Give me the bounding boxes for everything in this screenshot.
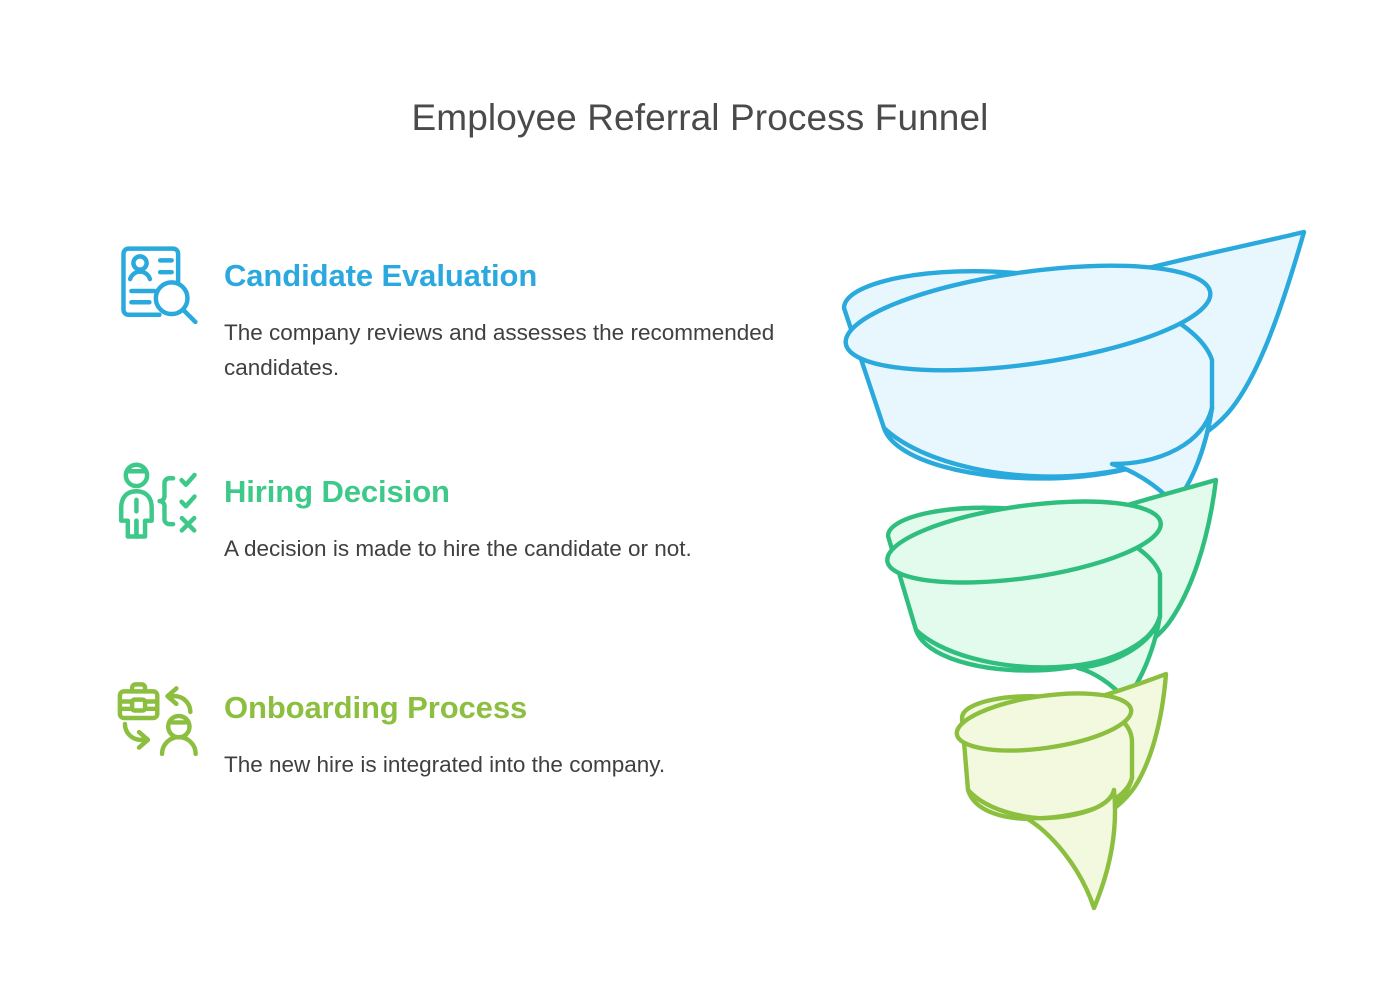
step-text-block: Candidate Evaluation The company reviews… (224, 240, 832, 385)
process-step-hiring-decision: Hiring Decision A decision is made to hi… (112, 456, 832, 626)
step-text-block: Hiring Decision A decision is made to hi… (224, 456, 832, 567)
briefcase-person-exchange-icon (112, 672, 204, 764)
process-step-onboarding-process: Onboarding Process The new hire is integ… (112, 672, 832, 842)
step-text-block: Onboarding Process The new hire is integ… (224, 672, 832, 783)
process-step-candidate-evaluation: Candidate Evaluation The company reviews… (112, 240, 832, 410)
step-description: A decision is made to hire the candidate… (224, 535, 692, 561)
funnel-tier-candidate-evaluation (841, 229, 1307, 507)
spiral-funnel-graphic (812, 212, 1332, 911)
step-description: The new hire is integrated into the comp… (224, 751, 666, 777)
funnel-tier-hiring-decision (885, 477, 1219, 703)
process-step-list: Candidate Evaluation The company reviews… (112, 240, 832, 842)
step-description: The company reviews and assesses the rec… (224, 319, 775, 380)
step-heading: Onboarding Process (224, 690, 528, 725)
step-heading: Hiring Decision (224, 474, 450, 509)
resume-search-icon (112, 240, 204, 332)
page-title: Employee Referral Process Funnel (411, 97, 989, 138)
funnel-tier-onboarding-process (954, 671, 1169, 911)
step-heading: Candidate Evaluation (224, 258, 538, 293)
person-checklist-icon (112, 456, 204, 548)
